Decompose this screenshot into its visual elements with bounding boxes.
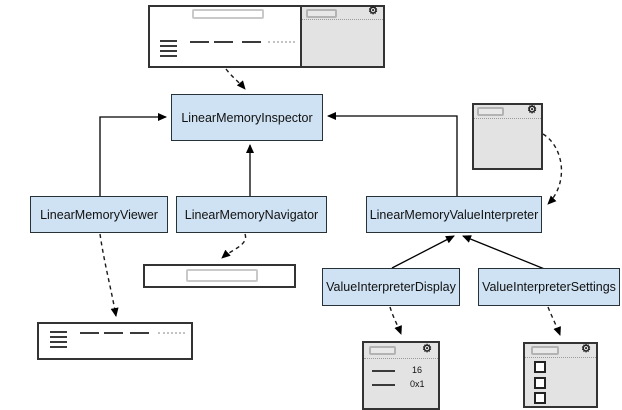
dotted-separator bbox=[525, 357, 596, 358]
dotted-separator bbox=[302, 19, 383, 20]
class-box-linear-memory-inspector: LinearMemoryInspector bbox=[171, 94, 323, 141]
menu-lines-icon bbox=[160, 40, 177, 42]
checkbox-mockup bbox=[534, 392, 546, 404]
class-box-linear-memory-value-interpreter: LinearMemoryValueInterpreter bbox=[366, 196, 542, 233]
menu-lines-icon bbox=[50, 341, 67, 343]
class-box-value-interpreter-settings: ValueInterpreterSettings bbox=[478, 268, 620, 306]
gear-icon: ⚙ bbox=[527, 104, 537, 116]
gear-icon: ⚙ bbox=[581, 343, 591, 355]
dotted-separator bbox=[474, 118, 541, 119]
inspector-ui-mockup-value-pane: ⚙ bbox=[300, 5, 385, 68]
byte-dash bbox=[130, 332, 149, 334]
value-interpreter-mockup: ⚙ bbox=[472, 103, 543, 170]
checkbox-mockup bbox=[534, 377, 546, 389]
byte-dash bbox=[190, 41, 209, 43]
dotted-separator bbox=[364, 358, 438, 359]
gear-icon: ⚙ bbox=[368, 5, 378, 17]
byte-dash bbox=[242, 41, 261, 43]
class-box-value-interpreter-display: ValueInterpreterDisplay bbox=[322, 268, 460, 306]
dots-placeholder bbox=[158, 332, 185, 334]
gear-icon: ⚙ bbox=[422, 343, 432, 355]
dots-placeholder bbox=[268, 41, 295, 43]
settings-input-mockup bbox=[531, 346, 559, 355]
byte-dash bbox=[80, 332, 99, 334]
checkbox-mockup bbox=[534, 361, 546, 373]
display-mockup: ⚙ 16 0x1 bbox=[362, 341, 440, 410]
class-box-linear-memory-navigator: LinearMemoryNavigator bbox=[176, 196, 327, 233]
navigator-input-mockup bbox=[186, 269, 258, 282]
menu-lines-icon bbox=[160, 50, 177, 52]
menu-lines-icon bbox=[50, 346, 67, 348]
byte-dash bbox=[104, 332, 123, 334]
settings-mockup: ⚙ bbox=[523, 342, 598, 408]
viewer-mockup bbox=[37, 322, 193, 360]
display-input-mockup bbox=[369, 346, 396, 355]
interpreter-input-mockup bbox=[477, 107, 504, 116]
value-text: 16 bbox=[412, 365, 423, 375]
inspector-ui-mockup-viewer-pane bbox=[148, 5, 302, 68]
menu-lines-icon bbox=[50, 336, 67, 338]
value-pane-input-mockup bbox=[306, 9, 337, 18]
value-text: 0x1 bbox=[410, 379, 425, 389]
menu-lines-icon bbox=[160, 45, 177, 47]
menu-lines-icon bbox=[160, 55, 177, 57]
value-type-dash bbox=[372, 384, 395, 386]
address-input-mockup bbox=[192, 9, 264, 19]
byte-dash bbox=[214, 41, 233, 43]
menu-lines-icon bbox=[50, 331, 67, 333]
class-box-linear-memory-viewer: LinearMemoryViewer bbox=[30, 196, 168, 233]
navigator-mockup bbox=[143, 264, 296, 288]
value-type-dash bbox=[372, 370, 395, 372]
